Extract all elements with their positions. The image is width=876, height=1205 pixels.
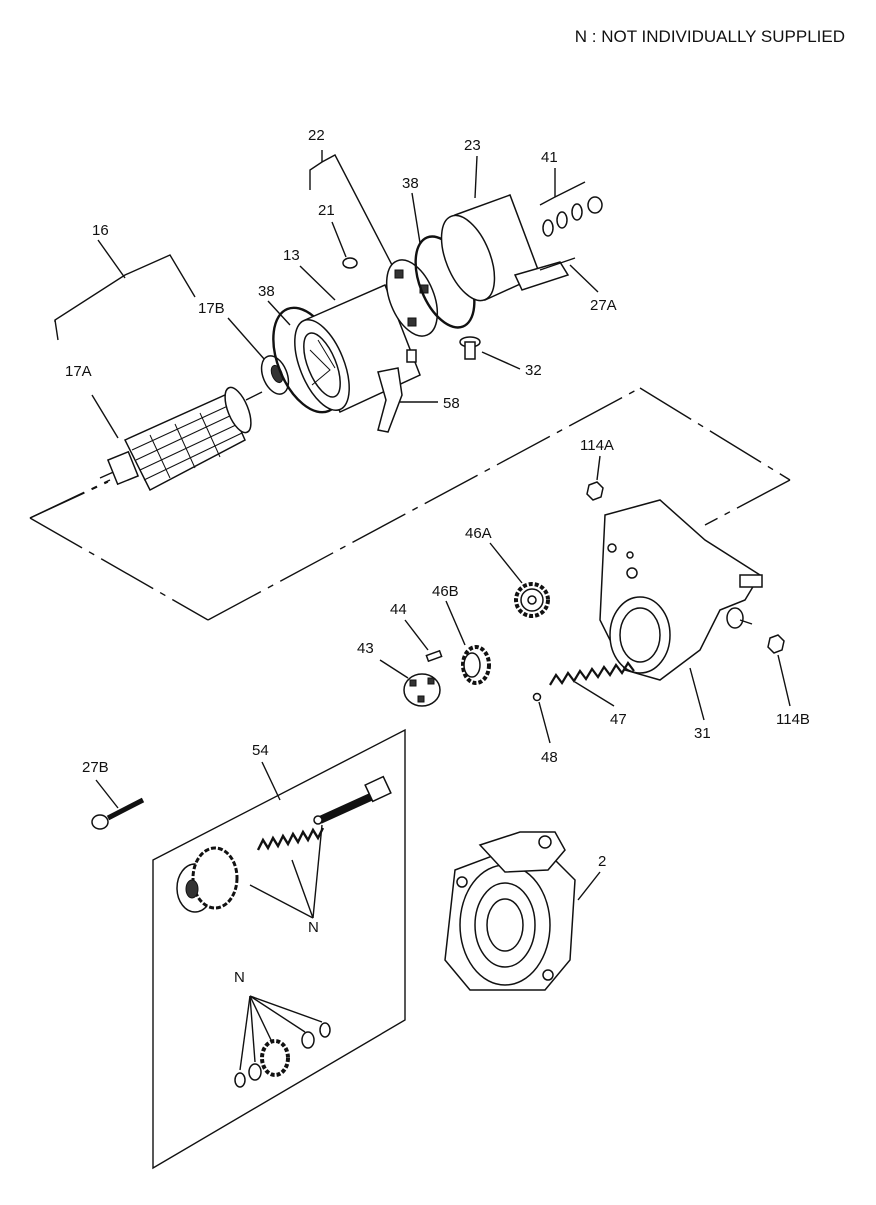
label-N-lower: N [234,969,245,986]
label-17B: 17B [198,300,225,317]
leader-114B [777,654,791,707]
label-58: 58 [443,395,460,412]
not-supplied-note: N : NOT INDIVIDUALLY SUPPLIED [575,27,845,46]
label-13: 13 [283,247,300,264]
leader-38-right [411,192,421,244]
label-2: 2 [598,853,606,870]
pin-44 [425,649,443,663]
leader-23 [474,155,478,199]
outline-return-edge [704,479,791,526]
outline-bottom-edge [207,387,641,621]
label-114B: 114B [776,711,810,728]
housing-31 [599,499,763,681]
ball-48 [532,692,542,702]
label-41: 41 [541,149,558,166]
nut-114A [586,481,604,501]
label-27A: 27A [590,297,617,314]
leader-31 [689,667,705,721]
outline-left-edge [29,517,209,621]
leader-32 [481,351,521,370]
label-N-upper: N [308,919,319,936]
leader-43 [379,659,409,679]
leader-16 [97,239,126,279]
label-38-right: 38 [402,175,419,192]
leader-41 [539,168,556,206]
leader-17B [227,317,266,361]
front-housing-2 [444,831,576,991]
leader-N-lower-2 [249,995,256,1063]
idler-gear-set [234,1022,331,1088]
label-32: 32 [525,362,542,379]
bolt-27B [91,797,145,830]
bracket-16 [54,254,196,341]
label-38-left: 38 [258,283,275,300]
label-23: 23 [464,137,481,154]
leader-27A [569,264,599,293]
armature-17A [99,386,263,492]
leader-N-lower-4 [249,995,306,1033]
pinion-assembly-box-54 [152,728,406,1170]
label-16: 16 [92,222,109,239]
outline-right-edge [639,387,791,481]
leader-114A [596,455,601,481]
leader-N-lower-1 [239,995,251,1071]
label-22: 22 [308,127,325,144]
retainer-43 [403,673,441,707]
leader-41-branch [554,181,586,198]
label-31: 31 [694,725,711,742]
screw-32 [459,336,481,360]
label-17A: 17A [65,363,92,380]
leader-N-lower-3 [249,995,273,1043]
leader-17A [91,394,119,439]
plate-58 [377,367,403,433]
leader-38-left [267,300,291,326]
leader-N-lower-5 [249,995,323,1023]
label-114A: 114A [580,437,614,454]
washer-set-41 [542,196,603,237]
leader-2 [577,871,601,901]
outline-top-edge [29,481,109,519]
leader-48 [538,701,551,744]
leader-N-upper-1 [249,884,314,919]
brush-holder-22 [385,259,439,363]
nut-114B [767,634,785,654]
label-44: 44 [390,601,407,618]
end-cover-23 [440,194,576,302]
label-54: 54 [252,742,269,759]
pinion-clutch [176,846,239,913]
label-46B: 46B [432,583,459,600]
label-27B: 27B [82,759,109,776]
label-46A: 46A [465,525,492,542]
clutch-spring [256,827,325,851]
leader-13 [299,265,336,301]
spring-21 [342,257,358,269]
leader-27B [95,779,119,809]
label-47: 47 [610,711,627,728]
drive-shaft [313,775,392,825]
label-43: 43 [357,640,374,657]
label-48: 48 [541,749,558,766]
leader-46A [489,542,523,584]
leader-54 [261,761,281,801]
leader-44 [404,619,429,651]
leader-N-upper-3 [312,824,323,919]
label-21: 21 [318,202,335,219]
leader-46B [445,600,466,646]
leader-21 [331,221,347,258]
gear-46B [461,645,491,685]
spring-47 [549,661,635,686]
leader-N-upper-2 [291,859,314,919]
gear-46A [514,582,550,618]
leader-47 [574,681,615,707]
